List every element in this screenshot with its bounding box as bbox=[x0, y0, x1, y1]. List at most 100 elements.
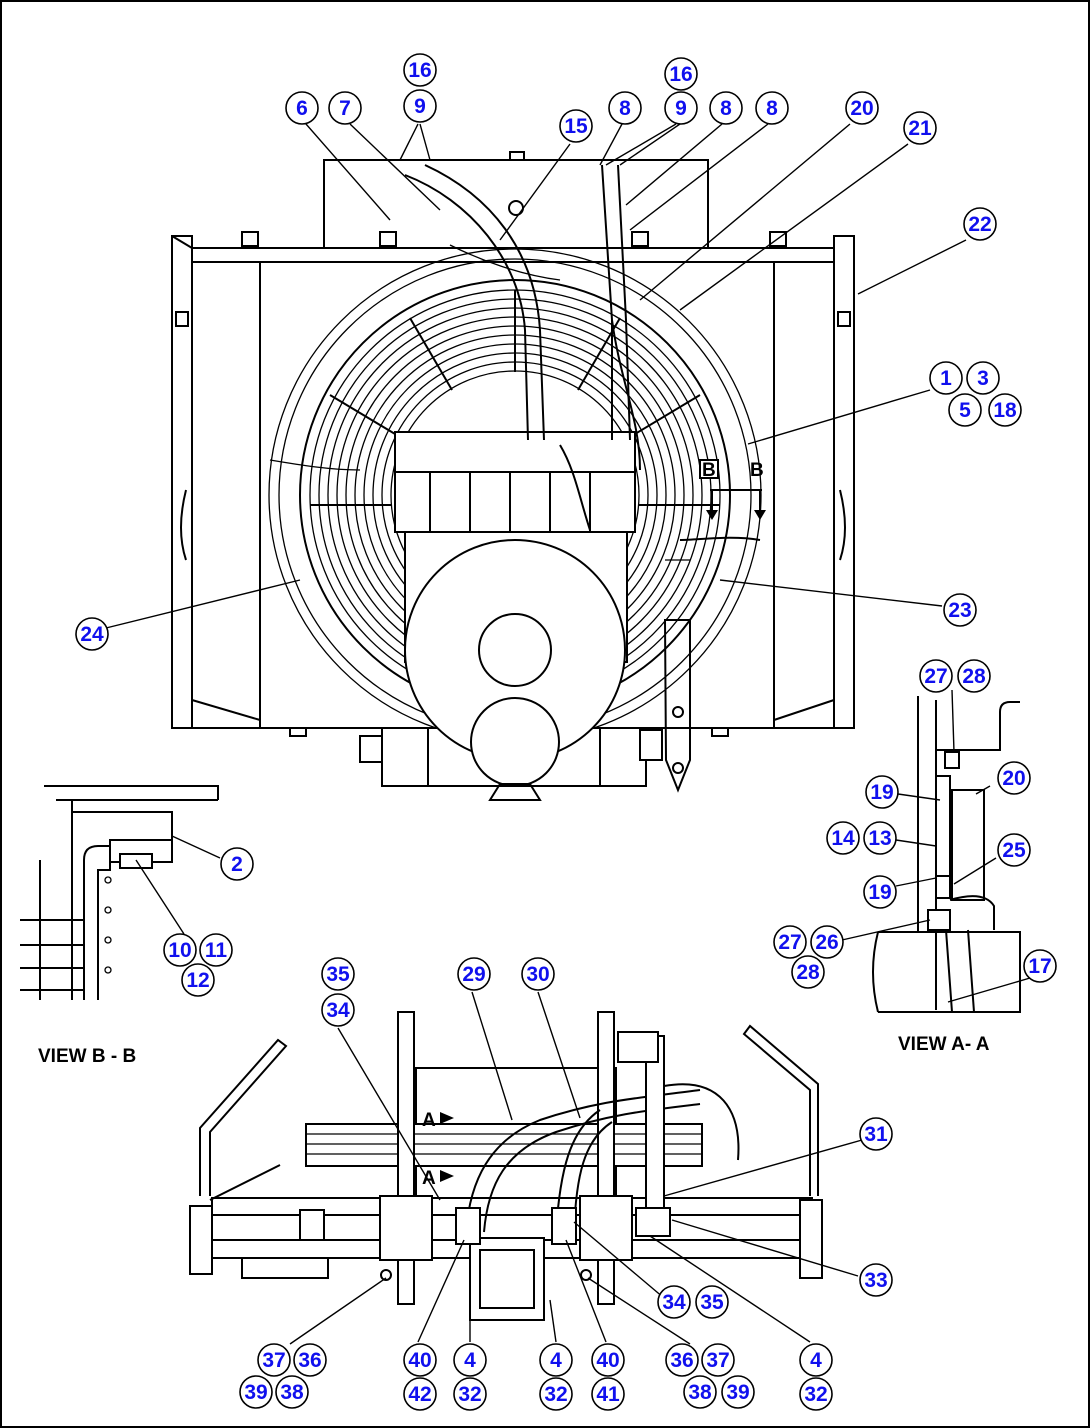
callout-bubble: 26 bbox=[810, 925, 844, 959]
svg-text:34: 34 bbox=[326, 999, 350, 1022]
svg-text:29: 29 bbox=[462, 963, 485, 986]
callout-bubble: 16 bbox=[403, 53, 437, 87]
svg-text:16: 16 bbox=[408, 59, 431, 82]
callout-bubble: 15 bbox=[559, 109, 593, 143]
svg-text:17: 17 bbox=[1028, 955, 1051, 978]
callout-bubble: 5 bbox=[948, 393, 982, 427]
callout-bubble: 39 bbox=[721, 1375, 755, 1409]
callout-bubble: 20 bbox=[845, 91, 879, 125]
callout-bubble: 30 bbox=[521, 957, 555, 991]
svg-text:28: 28 bbox=[962, 665, 986, 688]
svg-text:24: 24 bbox=[80, 623, 104, 646]
svg-text:1: 1 bbox=[940, 367, 952, 390]
callout-bubble: 14 bbox=[826, 821, 860, 855]
svg-text:25: 25 bbox=[1002, 839, 1026, 862]
callout-bubble: 9 bbox=[664, 91, 698, 125]
callout-bubble: 36 bbox=[293, 1343, 327, 1377]
view-bb-detail: VIEW B - B bbox=[20, 785, 219, 1067]
callout-bubble: 32 bbox=[799, 1377, 833, 1411]
callout-bubble: 10 bbox=[163, 933, 197, 967]
callout-bubble: 35 bbox=[321, 957, 355, 991]
callout-bubble: 32 bbox=[453, 1377, 487, 1411]
svg-text:39: 39 bbox=[726, 1381, 749, 1404]
svg-text:21: 21 bbox=[908, 117, 932, 140]
svg-text:32: 32 bbox=[804, 1383, 827, 1406]
svg-text:32: 32 bbox=[458, 1383, 481, 1406]
svg-text:3: 3 bbox=[977, 367, 989, 390]
svg-text:33: 33 bbox=[864, 1269, 887, 1292]
svg-text:39: 39 bbox=[244, 1381, 267, 1404]
svg-text:11: 11 bbox=[205, 939, 228, 962]
callout-bubble: 38 bbox=[275, 1375, 309, 1409]
callout-bubble: 41 bbox=[591, 1377, 625, 1411]
svg-text:4: 4 bbox=[550, 1349, 562, 1372]
callout-bubble: 17 bbox=[1023, 949, 1057, 983]
callout-bubble: 19 bbox=[863, 875, 897, 909]
callout-bubble: 39 bbox=[239, 1375, 273, 1409]
svg-text:38: 38 bbox=[280, 1381, 304, 1404]
callout-bubble: 9 bbox=[403, 89, 437, 123]
callout-bubble: 34 bbox=[321, 993, 355, 1027]
svg-text:8: 8 bbox=[619, 97, 631, 120]
callout-bubble: 12 bbox=[181, 963, 215, 997]
callout-bubble: 31 bbox=[859, 1117, 893, 1151]
svg-text:27: 27 bbox=[778, 931, 801, 954]
callout-bubble: 28 bbox=[791, 955, 825, 989]
svg-text:4: 4 bbox=[810, 1349, 822, 1372]
svg-text:40: 40 bbox=[408, 1349, 431, 1372]
callout-bubble: 28 bbox=[957, 659, 991, 693]
svg-text:18: 18 bbox=[993, 399, 1017, 422]
callout-bubble: 19 bbox=[865, 775, 899, 809]
callout-bubble: 37 bbox=[257, 1343, 291, 1377]
svg-text:8: 8 bbox=[766, 97, 778, 120]
callout-bubble: 21 bbox=[903, 111, 937, 145]
svg-text:20: 20 bbox=[1002, 767, 1025, 790]
svg-text:23: 23 bbox=[948, 599, 971, 622]
svg-text:31: 31 bbox=[864, 1123, 888, 1146]
svg-text:22: 22 bbox=[968, 213, 991, 236]
callout-bubble: 4 bbox=[453, 1343, 487, 1377]
svg-text:30: 30 bbox=[526, 963, 549, 986]
callout-bubble: 20 bbox=[997, 761, 1031, 795]
svg-text:36: 36 bbox=[298, 1349, 321, 1372]
svg-text:32: 32 bbox=[544, 1383, 567, 1406]
svg-text:13: 13 bbox=[868, 827, 891, 850]
view-bb-label: VIEW B - B bbox=[38, 1046, 136, 1067]
callout-bubble: 16 bbox=[664, 57, 698, 91]
svg-text:28: 28 bbox=[796, 961, 820, 984]
svg-text:5: 5 bbox=[959, 399, 971, 422]
callout-bubble: 7 bbox=[328, 91, 362, 125]
section-b-left: B bbox=[702, 460, 716, 481]
svg-text:26: 26 bbox=[815, 931, 838, 954]
callout-bubble: 38 bbox=[683, 1375, 717, 1409]
svg-text:20: 20 bbox=[850, 97, 873, 120]
callout-bubbles: 16 9 6 7 15 8 16 9 8 8 20 21 22 1 3 5 18… bbox=[75, 53, 1057, 1411]
svg-text:7: 7 bbox=[339, 97, 351, 120]
svg-text:9: 9 bbox=[675, 97, 687, 120]
svg-text:37: 37 bbox=[262, 1349, 285, 1372]
callout-bubble: 37 bbox=[701, 1343, 735, 1377]
svg-text:16: 16 bbox=[669, 63, 692, 86]
view-aa-label: VIEW A- A bbox=[898, 1034, 990, 1055]
svg-text:19: 19 bbox=[868, 881, 891, 904]
svg-text:19: 19 bbox=[870, 781, 893, 804]
callout-bubble: 8 bbox=[709, 91, 743, 125]
callout-bubble: 18 bbox=[988, 393, 1022, 427]
svg-text:34: 34 bbox=[662, 1291, 686, 1314]
callout-bubble: 22 bbox=[963, 207, 997, 241]
callout-bubble: 34 bbox=[657, 1285, 691, 1319]
svg-text:15: 15 bbox=[564, 115, 588, 138]
svg-text:9: 9 bbox=[414, 95, 426, 118]
callout-bubble: 3 bbox=[966, 361, 1000, 395]
svg-text:41: 41 bbox=[596, 1383, 620, 1406]
svg-text:27: 27 bbox=[924, 665, 947, 688]
mounting-bottom-view: A A bbox=[189, 1011, 823, 1321]
svg-text:6: 6 bbox=[296, 97, 308, 120]
svg-text:42: 42 bbox=[408, 1383, 431, 1406]
callout-bubble: 4 bbox=[539, 1343, 573, 1377]
callout-bubble: 1 bbox=[929, 361, 963, 395]
callout-bubble: 11 bbox=[199, 933, 233, 967]
svg-text:8: 8 bbox=[720, 97, 732, 120]
callout-bubble: 4 bbox=[799, 1343, 833, 1377]
